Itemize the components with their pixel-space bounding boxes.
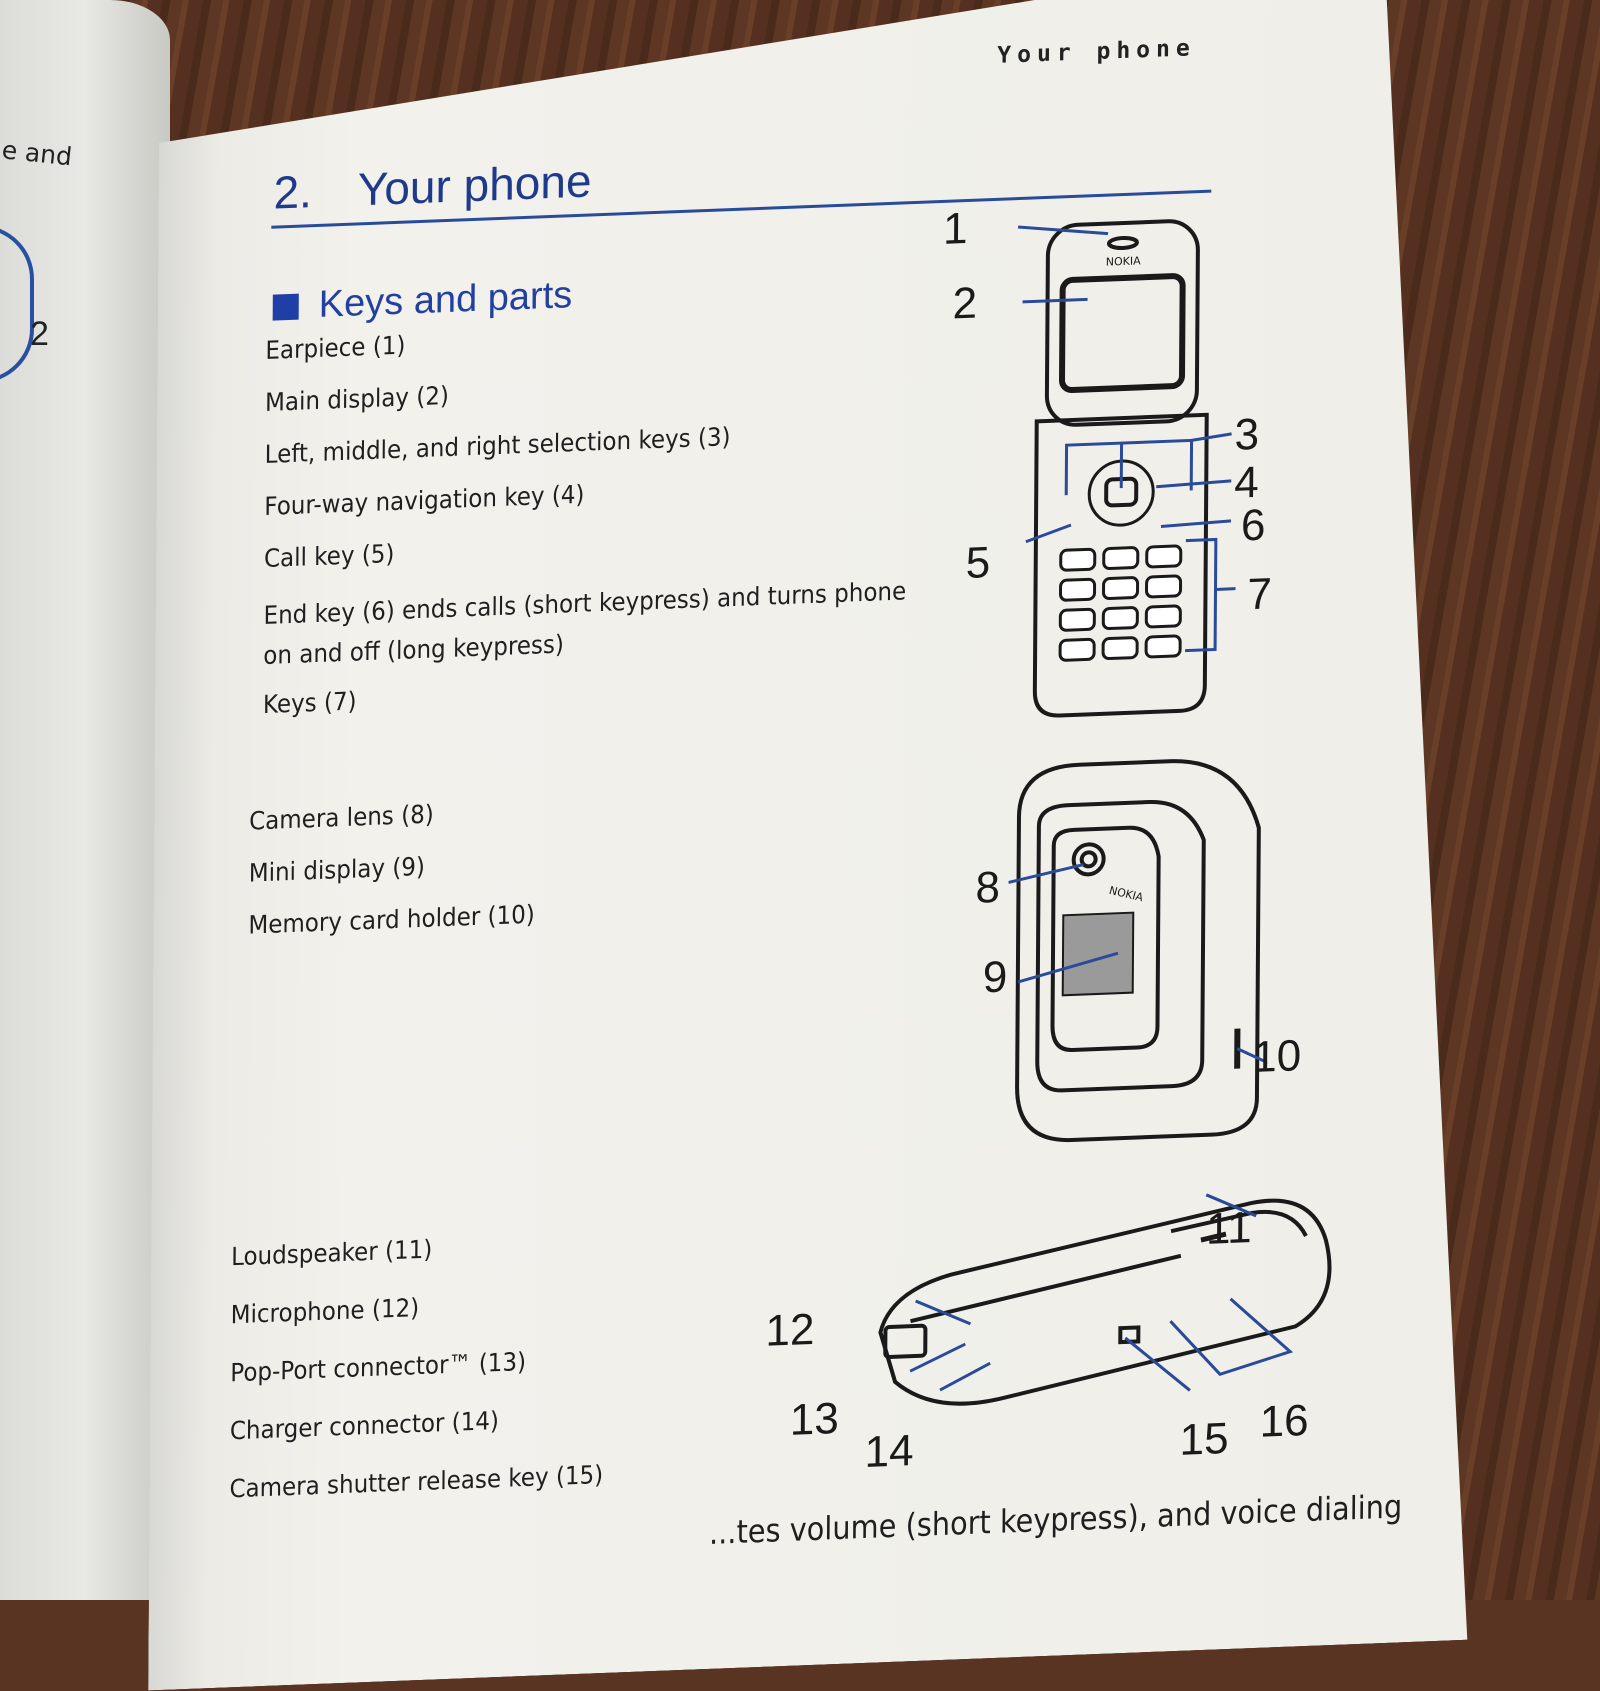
callout-7: 7 (1247, 569, 1272, 620)
callout-2: 2 (952, 279, 977, 330)
callout-8: 8 (975, 863, 1000, 914)
callout-3: 3 (1234, 410, 1259, 461)
parts-list-front: Earpiece (1) Main display (2) Left, midd… (263, 311, 910, 742)
chapter-number: 2. (273, 165, 312, 218)
manual-page: Your phone 2. Your phone Keys and parts … (149, 0, 1560, 1630)
callout-6: 6 (1241, 501, 1266, 552)
callout-11: 11 (1206, 1203, 1252, 1255)
brand-logo: NOKIA (1108, 884, 1146, 905)
callout-10: 10 (1252, 1031, 1301, 1083)
left-page-text-fragment: ne and (0, 134, 73, 172)
callout-13: 13 (790, 1394, 839, 1446)
callout-15: 15 (1179, 1414, 1228, 1466)
callout-14: 14 (864, 1426, 913, 1478)
left-page-figure (0, 225, 34, 383)
parts-list-back: Camera lens (8) Mini display (9) Memory … (248, 796, 535, 963)
section-bullet-icon (273, 293, 299, 320)
left-page-figure-label: 2 (30, 315, 49, 354)
back-phone-illustration: NOKIA (1007, 747, 1270, 1147)
left-page: ne and 2 (0, 0, 170, 1600)
callout-1: 1 (943, 204, 968, 255)
callout-12: 12 (765, 1305, 814, 1357)
brand-logo: NOKIA (1106, 254, 1141, 268)
parts-list-side: Loudspeaker (11) Microphone (12) Pop-Por… (229, 1228, 605, 1532)
callout-5: 5 (966, 538, 991, 589)
chapter-title: Your phone (358, 154, 592, 215)
callout-9: 9 (983, 952, 1008, 1003)
list-item: Memory card holder (10) (248, 900, 535, 963)
callout-16: 16 (1260, 1396, 1309, 1448)
side-phone-illustration (870, 1184, 1352, 1433)
